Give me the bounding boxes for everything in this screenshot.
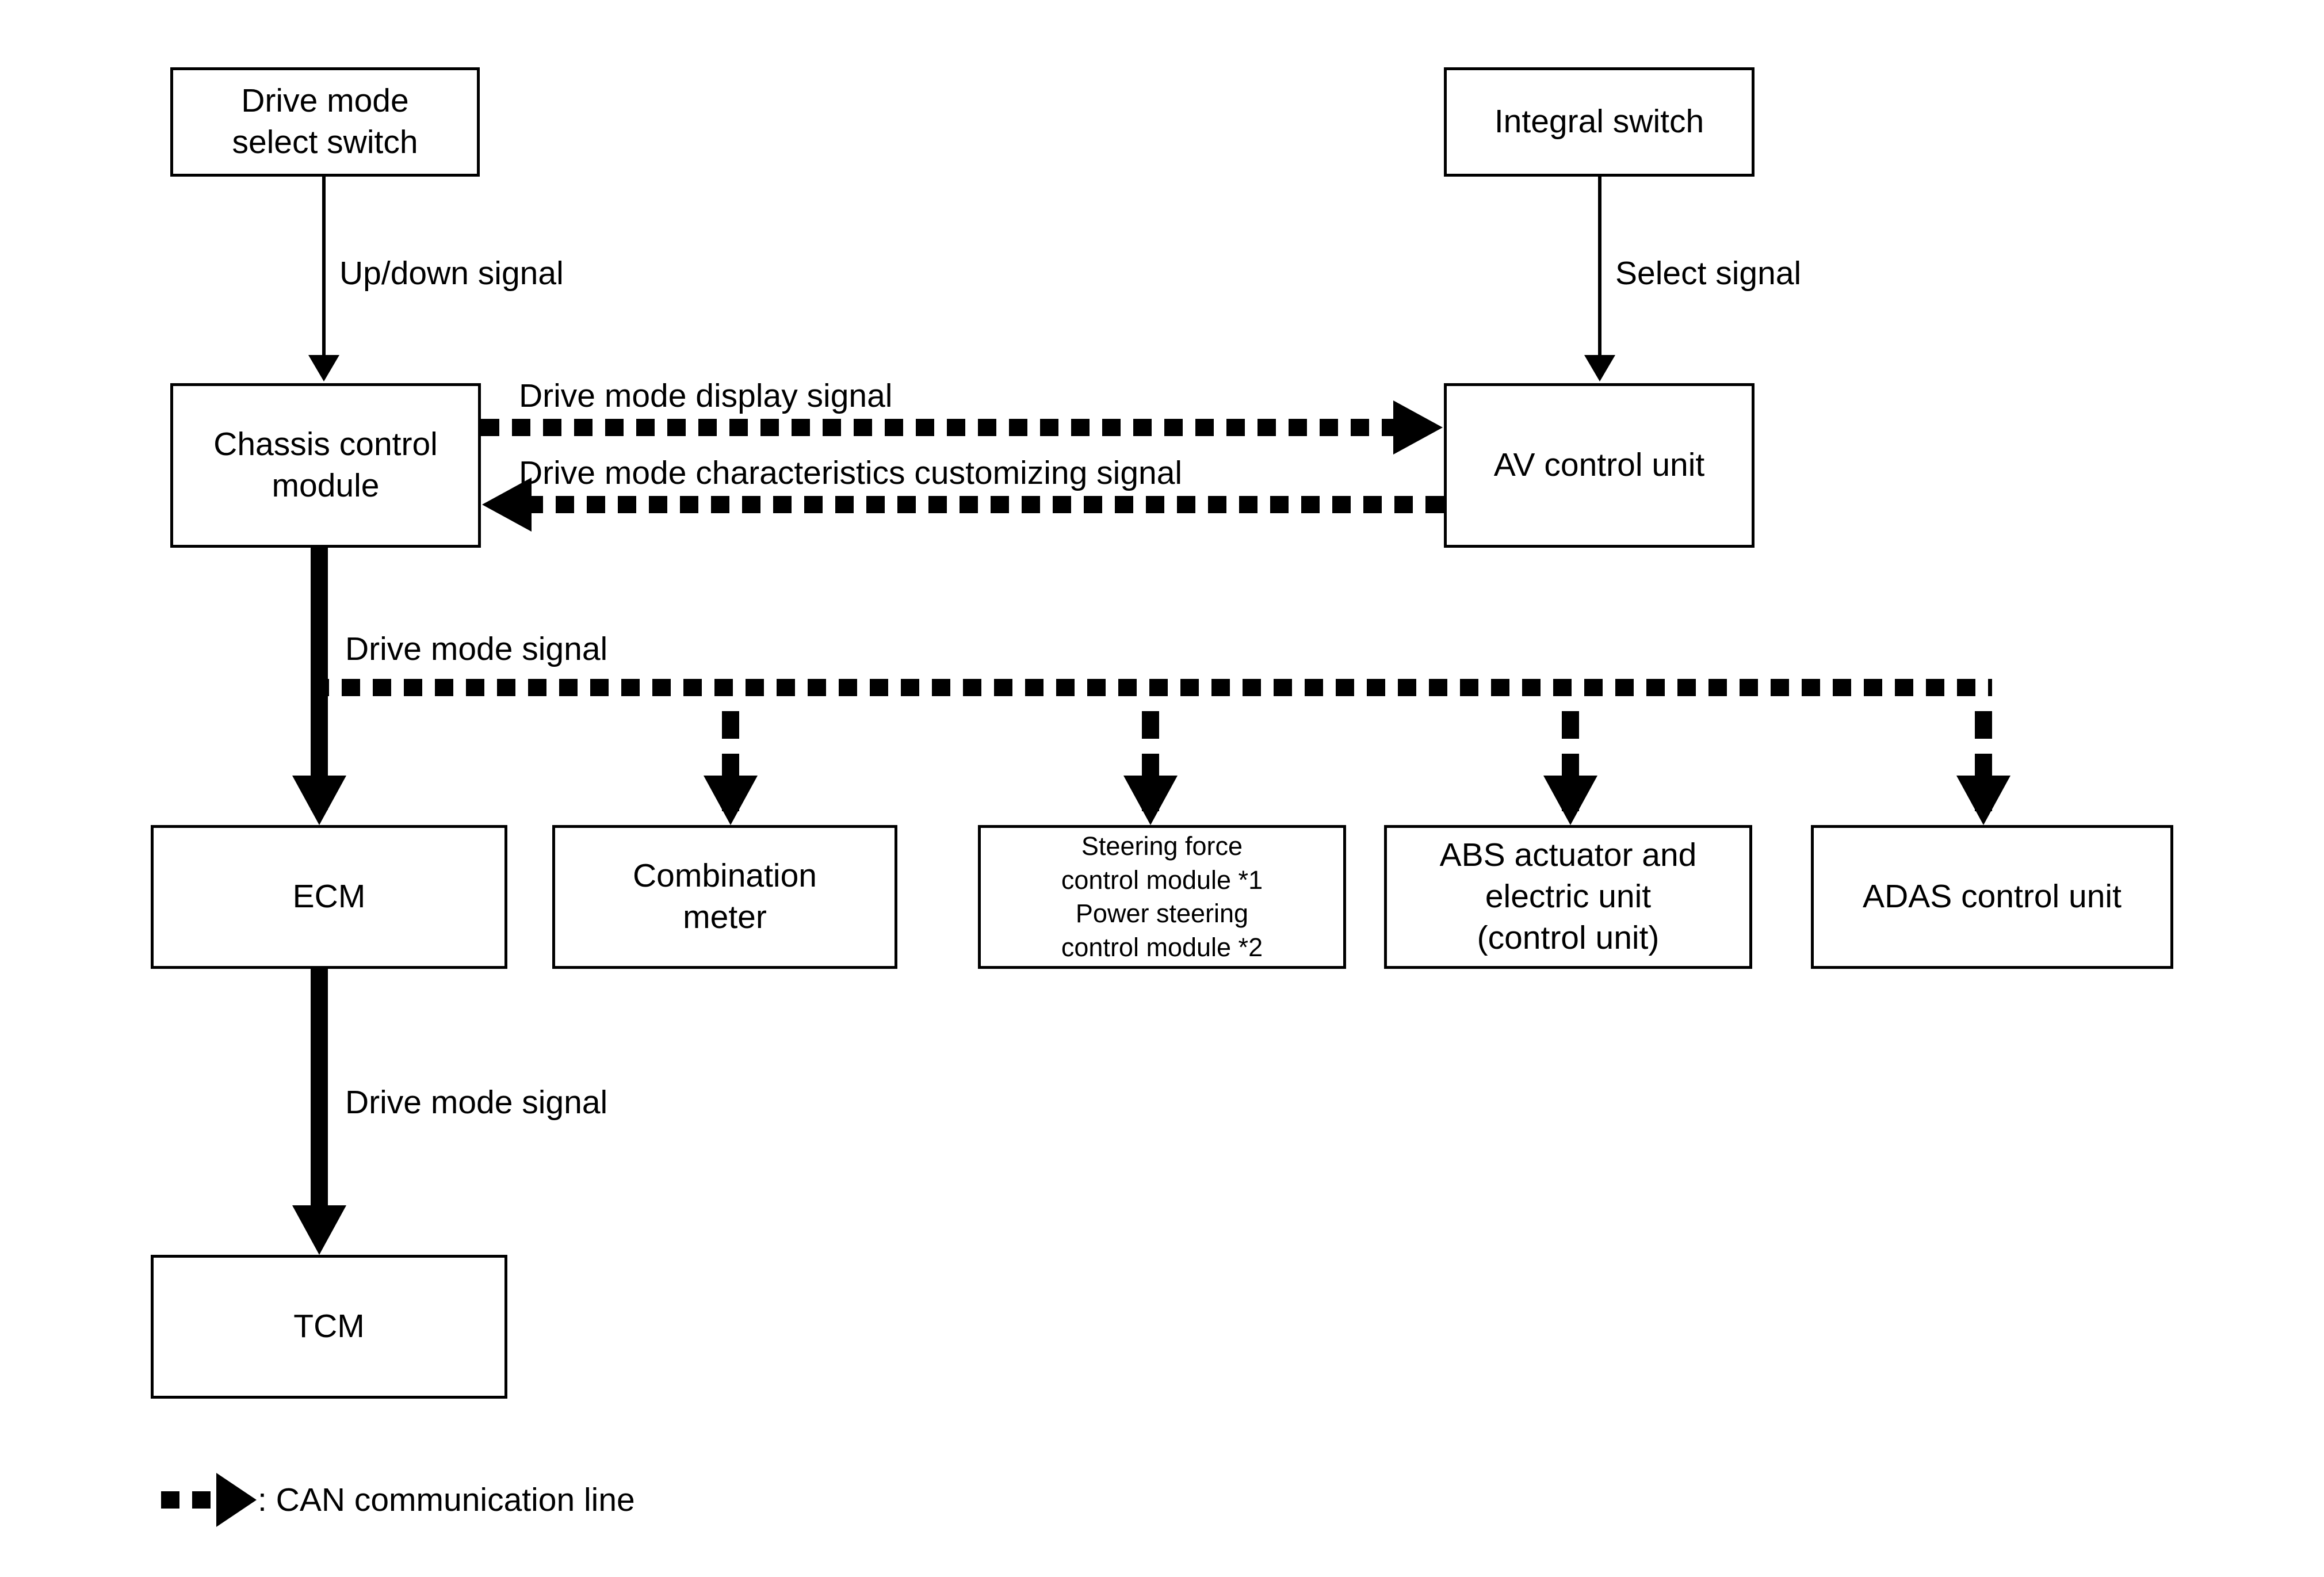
can-line-drive-mode-bus-horizontal — [311, 679, 1992, 696]
label-up-down-signal: Up/down signal — [339, 255, 564, 292]
arrowhead-updown-signal — [308, 355, 339, 381]
node-label: ABS actuator and electric unit (control … — [1439, 837, 1697, 956]
label-drive-mode-characteristics-customizing-signal: Drive mode characteristics customizing s… — [519, 455, 1183, 491]
label-select-signal: Select signal — [1615, 255, 1802, 292]
node-label: Combination meter — [632, 857, 817, 935]
can-line-drive-mode-display-signal — [481, 419, 1393, 436]
arrowhead-drive-mode-signal-tcm — [292, 1205, 346, 1255]
label-drive-mode-signal-tcm: Drive mode signal — [345, 1084, 608, 1121]
label-drive-mode-signal-bus: Drive mode signal — [345, 631, 608, 667]
node-label: ECM — [292, 878, 366, 915]
arrowhead-drive-mode-display-signal — [1393, 400, 1443, 455]
node-label: TCM — [293, 1308, 365, 1345]
legend-label: : CAN communication line — [258, 1481, 635, 1518]
legend: : CAN communication line — [148, 1473, 635, 1527]
arrowhead-select-signal — [1584, 355, 1615, 381]
node-label: AV control unit — [1493, 446, 1705, 484]
can-line-arrowhead — [216, 1473, 257, 1527]
can-line-arrow-icon — [148, 1473, 257, 1527]
connector-updown-signal — [322, 177, 326, 355]
node-ecm[interactable]: ECM — [151, 825, 507, 969]
arrowhead-drive-mode-to-ecm — [292, 776, 346, 825]
node-combination-meter[interactable]: Combination meter — [552, 825, 897, 969]
node-steering-control-modules[interactable]: Steering force control module *1 Power s… — [978, 825, 1346, 969]
node-abs-actuator-and-electric-unit[interactable]: ABS actuator and electric unit (control … — [1384, 825, 1752, 969]
node-label: Steering force control module *1 Power s… — [1061, 831, 1263, 962]
arrowhead-branch-adas-control-unit — [1956, 776, 2010, 825]
can-line-dash-bar — [148, 1491, 223, 1509]
can-line-drive-mode-signal-ecm-tcm — [311, 969, 328, 1231]
node-label: Integral switch — [1494, 103, 1704, 140]
node-drive-mode-select-switch[interactable]: Drive mode select switch — [170, 67, 480, 177]
node-tcm[interactable]: TCM — [151, 1255, 507, 1399]
connector-select-signal — [1598, 177, 1601, 355]
node-label: ADAS control unit — [1863, 878, 2122, 915]
arrowhead-drive-mode-characteristics-customizing-signal — [482, 478, 532, 532]
arrowhead-branch-combination-meter — [704, 776, 758, 825]
can-line-drive-mode-characteristics-customizing-signal — [532, 496, 1444, 513]
arrowhead-branch-abs-actuator — [1543, 776, 1597, 825]
node-chassis-control-module[interactable]: Chassis control module — [170, 383, 481, 548]
node-adas-control-unit[interactable]: ADAS control unit — [1811, 825, 2173, 969]
arrowhead-branch-steering-modules — [1123, 776, 1178, 825]
label-drive-mode-display-signal: Drive mode display signal — [519, 377, 893, 414]
node-integral-switch[interactable]: Integral switch — [1444, 67, 1755, 177]
node-label: Drive mode select switch — [232, 82, 418, 161]
node-av-control-unit[interactable]: AV control unit — [1444, 383, 1755, 548]
node-label: Chassis control module — [213, 426, 438, 504]
